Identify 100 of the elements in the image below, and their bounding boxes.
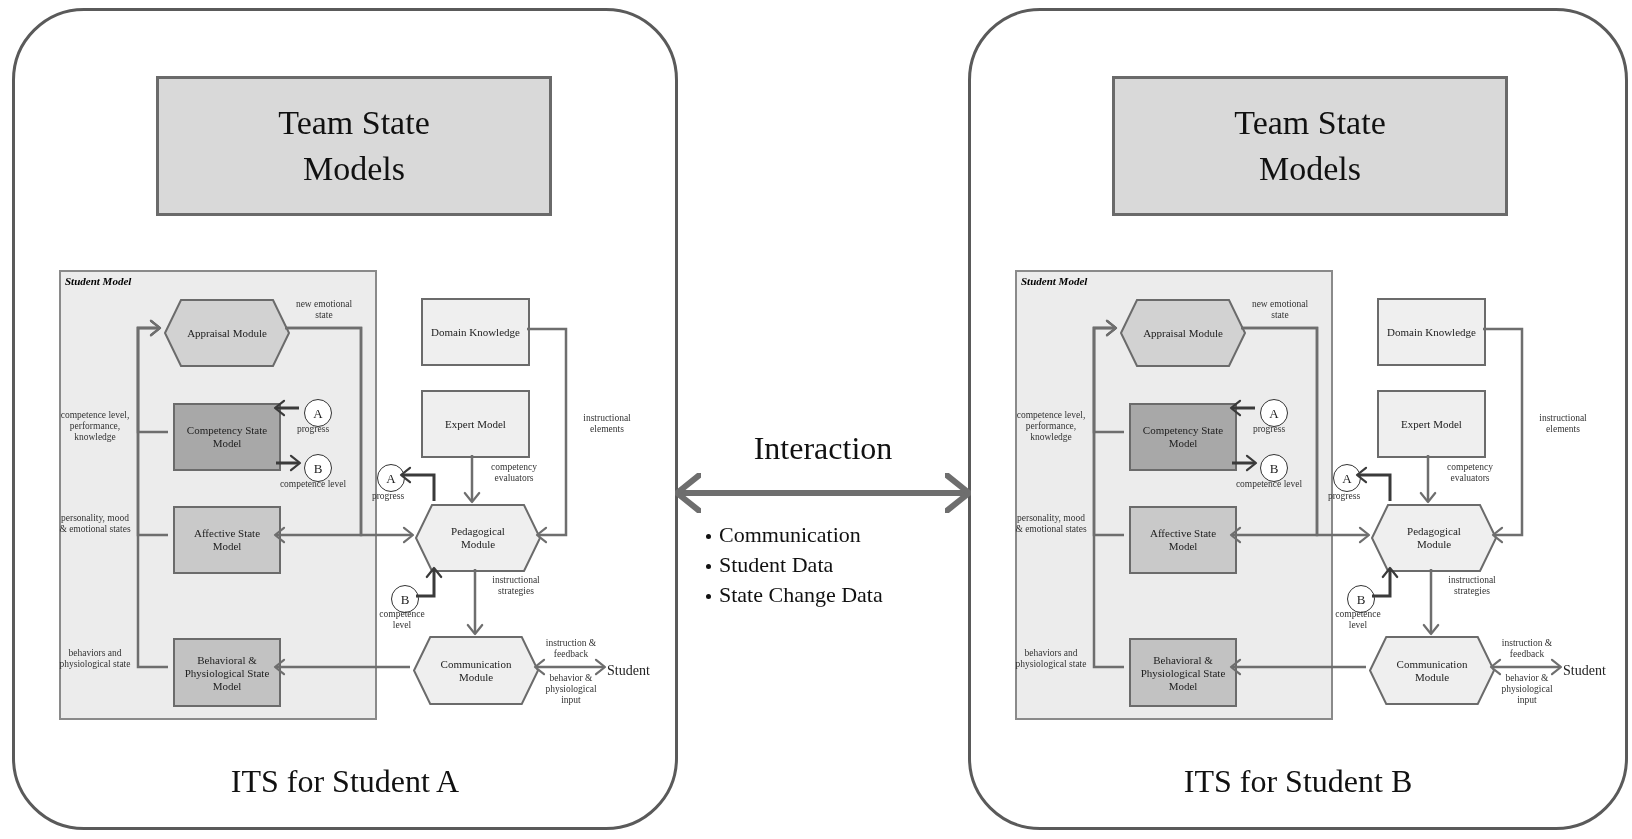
model-box	[173, 506, 281, 574]
edge-label: competency evaluators	[490, 462, 538, 484]
connector-circle	[1260, 454, 1288, 482]
node-caption: progress	[295, 424, 331, 435]
arrow	[273, 399, 299, 417]
edge-label: instruction & feedback	[1500, 638, 1554, 660]
arrow	[1092, 319, 1124, 669]
panel-title: ITS for Student A	[229, 763, 461, 800]
model-box	[173, 638, 281, 707]
module-hexagon	[164, 299, 290, 367]
node-label: Communication Module	[439, 657, 513, 684]
connector-circle	[391, 585, 419, 613]
edge-label: new emotional state	[1250, 299, 1310, 321]
node-label: B	[399, 592, 411, 606]
panel-title: ITS for Student B	[1182, 763, 1414, 800]
model-box	[1129, 506, 1237, 574]
node-label: B	[1268, 461, 1280, 475]
model-box	[421, 298, 530, 366]
node-label: Domain Knowledge	[430, 325, 521, 339]
connector-circle	[304, 399, 332, 427]
model-box	[1129, 403, 1237, 471]
note-label: behavior & physiological input	[1500, 673, 1554, 706]
title-box	[1112, 76, 1508, 216]
model-box	[1377, 298, 1486, 366]
node-caption: progress	[1251, 424, 1287, 435]
edge-label: personality, mood & emotional states	[1015, 513, 1087, 535]
edge-label: competence level, performance, knowledge	[59, 410, 131, 443]
node-label: A	[312, 406, 324, 420]
edge-label: competence level, performance, knowledge	[1015, 410, 1087, 443]
node-label: Expert Model	[1400, 417, 1463, 431]
bullet-item: Student Data	[706, 550, 834, 580]
connector-circle	[1333, 464, 1361, 492]
arrow	[1483, 327, 1524, 544]
node-label: A	[385, 471, 397, 485]
bullet-item: Communication	[706, 520, 861, 550]
node-label: Team State Models	[1233, 103, 1387, 189]
bullet-item: State Change Data	[706, 580, 883, 610]
connector-circle	[1260, 399, 1288, 427]
module-hexagon	[413, 636, 539, 705]
edge-label: Interaction	[752, 429, 894, 468]
arrow	[1229, 399, 1255, 417]
arrow	[533, 658, 607, 676]
node-label: Communication Module	[1395, 657, 1469, 684]
node-caption: competence level	[1334, 609, 1382, 631]
model-box	[173, 403, 281, 471]
node-label: A	[1341, 471, 1353, 485]
its-panel	[968, 8, 1628, 830]
edge-label: new emotional state	[294, 299, 354, 321]
arrow	[276, 454, 302, 472]
edge-label: behaviors and physiological state	[59, 648, 131, 670]
endpoint-label: Student	[607, 661, 663, 681]
node-label: Pedagogical Module	[450, 525, 506, 551]
node-label: B	[1355, 592, 1367, 606]
node-caption: competence level	[378, 609, 426, 631]
node-label: Appraisal Module	[186, 326, 268, 340]
edge-label: instructional elements	[1538, 413, 1588, 435]
container-title: Student Model	[1021, 275, 1088, 287]
module-hexagon	[1371, 504, 1497, 572]
node-label: Competency State Model	[185, 424, 269, 450]
arrow	[527, 327, 568, 544]
node-label: Affective State Model	[192, 527, 262, 553]
edge-label: instructional strategies	[1447, 575, 1497, 597]
note-label: behavior & physiological input	[544, 673, 598, 706]
model-box	[1129, 638, 1237, 707]
connector-circle	[377, 464, 405, 492]
node-label: Behavioral & Physiological State Model	[183, 653, 271, 692]
edge-label: personality, mood & emotional states	[59, 513, 131, 535]
arrow	[1422, 569, 1440, 636]
edge-label: instructional strategies	[491, 575, 541, 597]
double-arrow	[674, 472, 972, 514]
arrow	[1241, 326, 1371, 544]
node-label: Domain Knowledge	[1386, 325, 1477, 339]
node-label: Affective State Model	[1148, 527, 1218, 553]
its-panel	[12, 8, 678, 830]
arrow	[1355, 466, 1392, 501]
arrow	[463, 455, 481, 504]
endpoint-label: Student	[1563, 661, 1619, 681]
arrow	[416, 566, 443, 598]
arrow	[136, 319, 168, 669]
node-label: Behavioral & Physiological State Model	[1139, 653, 1227, 692]
title-box	[156, 76, 552, 216]
connector-circle	[1347, 585, 1375, 613]
model-box	[1377, 390, 1486, 458]
arrow	[1419, 455, 1437, 504]
arrow	[466, 569, 484, 636]
arrow	[1372, 566, 1399, 598]
node-caption: competence level	[1234, 479, 1304, 490]
module-hexagon	[1369, 636, 1495, 705]
node-label: Competency State Model	[1141, 424, 1225, 450]
module-hexagon	[415, 504, 541, 572]
arrow	[399, 466, 436, 501]
node-label: A	[1268, 406, 1280, 420]
node-caption: competence level	[278, 479, 348, 490]
edge-label: instructional elements	[582, 413, 632, 435]
edge-label: instruction & feedback	[544, 638, 598, 660]
node-label: Expert Model	[444, 417, 507, 431]
model-box	[421, 390, 530, 458]
container-title: Student Model	[65, 275, 132, 287]
module-hexagon	[1120, 299, 1246, 367]
edge-label: behaviors and physiological state	[1015, 648, 1087, 670]
